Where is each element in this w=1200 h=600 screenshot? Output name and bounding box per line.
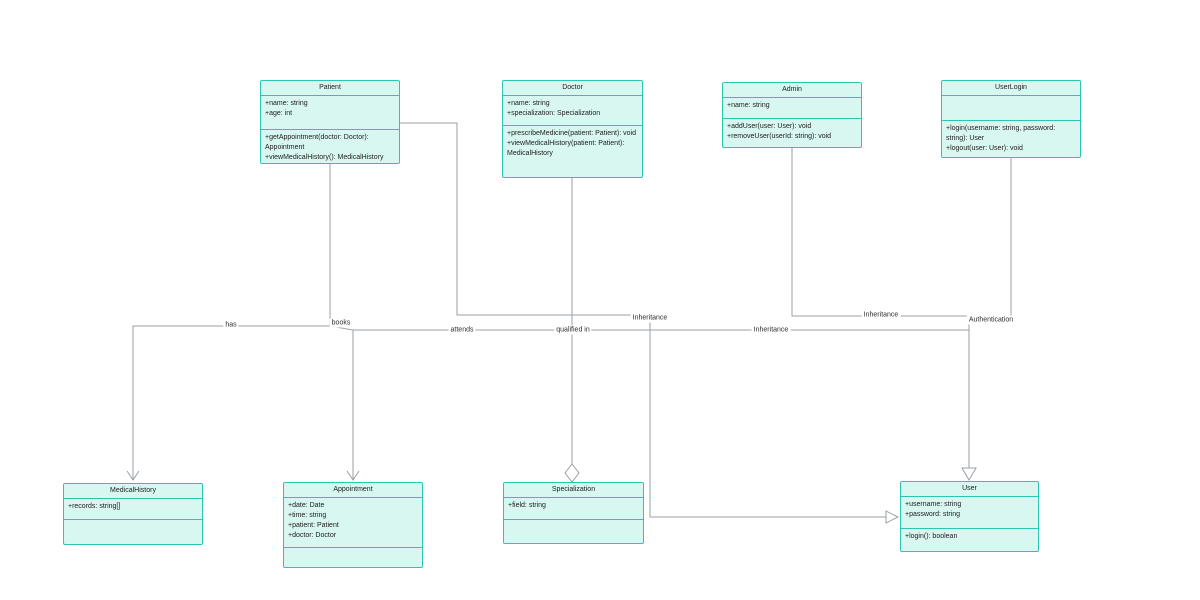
attribute-line: +age: int [265, 110, 293, 117]
edge-has-line[interactable] [132, 325, 330, 479]
class-specialization[interactable]: Specialization +field: string [503, 482, 644, 544]
method-line: +addUser(user: User): void [727, 123, 812, 130]
class-title: Doctor [562, 84, 583, 91]
attributes-compartment: +name: string +age: int [261, 95, 399, 129]
attribute-line: +username: string [905, 501, 962, 508]
edge-label-qualified-in[interactable]: qualified in [554, 325, 592, 335]
hollow-triangle-user-left [885, 510, 900, 524]
attributes-compartment: +records: string[] [64, 498, 202, 519]
methods-compartment: +addUser(user: User): void +removeUser(u… [723, 118, 861, 147]
class-title: Patient [319, 84, 341, 91]
edge-books-line[interactable] [329, 164, 354, 479]
class-user[interactable]: User +username: string +password: string… [900, 481, 1039, 552]
attributes-compartment: +field: string [504, 497, 643, 519]
class-userlogin[interactable]: UserLogin +login(username: string, passw… [941, 80, 1081, 158]
attribute-line: +password: string [905, 511, 961, 518]
attributes-compartment [942, 95, 1080, 120]
edge-doctor-inheritance-line[interactable] [572, 329, 970, 468]
method-line: +login(username: string, password: strin… [946, 125, 1056, 142]
class-admin[interactable]: Admin +name: string +addUser(user: User)… [722, 82, 862, 148]
method-line: +viewMedicalHistory(): MedicalHistory [265, 154, 384, 162]
edge-label-has[interactable]: has [223, 320, 239, 330]
methods-compartment: +login(username: string, password: strin… [942, 120, 1080, 157]
edge-label-inheritance-doctor[interactable]: Inheritance [751, 325, 791, 335]
class-patient[interactable]: Patient +name: string +age: int +getAppo… [260, 80, 400, 164]
attribute-line: +name: string [265, 100, 308, 107]
edge-label-books[interactable]: books [329, 318, 353, 328]
method-line: +getAppointment(doctor: Doctor): Appoint… [265, 134, 369, 152]
attribute-line: +patient: Patient [288, 522, 339, 529]
method-line: +logout(user: User): void [946, 145, 1023, 152]
method-line: +removeUser(userId: string): void [727, 133, 832, 140]
method-line: +login(): boolean [905, 533, 958, 540]
edge-label-authentication[interactable]: Authentication [966, 315, 1016, 325]
class-title: User [962, 485, 977, 492]
open-arrowhead-appointment [346, 470, 360, 481]
attributes-compartment: +date: Date +time: string +patient: Pati… [284, 497, 422, 547]
class-title: MedicalHistory [110, 487, 156, 494]
attribute-line: +specialization: Specialization [507, 110, 601, 117]
class-doctor[interactable]: Doctor +name: string +specialization: Sp… [502, 80, 643, 178]
methods-compartment: +prescribeMedicine(patient: Patient): vo… [503, 125, 642, 177]
attribute-line: +name: string [727, 102, 770, 109]
attributes-compartment: +name: string +specialization: Specializ… [503, 95, 642, 125]
attribute-line: +field: string [508, 502, 546, 509]
edge-authentication-line[interactable] [968, 158, 1012, 330]
open-arrowhead-medicalhistory [126, 470, 140, 481]
attribute-line: +name: string [507, 100, 550, 107]
methods-compartment [284, 547, 422, 567]
hollow-triangle-user-top [961, 467, 977, 481]
edge-admin-inheritance-line[interactable] [791, 148, 1011, 317]
methods-compartment: +login(): boolean [901, 528, 1038, 551]
class-medicalhistory[interactable]: MedicalHistory +records: string[] [63, 483, 203, 545]
class-title: Appointment [333, 486, 373, 493]
class-appointment[interactable]: Appointment +date: Date +time: string +p… [283, 482, 423, 568]
hollow-diamond-specialization [564, 463, 580, 483]
attribute-line: +time: string [288, 512, 327, 519]
edge-patient-inheritance-line[interactable] [400, 122, 886, 518]
class-title: Admin [782, 86, 802, 93]
edge-label-inheritance-admin[interactable]: Inheritance [861, 310, 901, 320]
edge-label-attends[interactable]: attends [448, 325, 476, 335]
attribute-line: +doctor: Doctor [288, 532, 337, 539]
methods-compartment: +getAppointment(doctor: Doctor): Appoint… [261, 129, 399, 163]
attributes-compartment: +username: string +password: string [901, 496, 1038, 528]
attributes-compartment: +name: string [723, 97, 861, 118]
attribute-line: +date: Date [288, 502, 325, 509]
method-line: +prescribeMedicine(patient: Patient): vo… [507, 130, 636, 137]
methods-compartment [504, 519, 643, 543]
edge-label-inheritance-patient[interactable]: Inheritance [630, 313, 670, 323]
methods-compartment [64, 519, 202, 544]
attribute-line: +records: string[] [68, 503, 121, 510]
class-title: UserLogin [995, 84, 1027, 91]
method-line: +viewMedicalHistory(patient: Patient): M… [507, 140, 625, 157]
class-title: Specialization [551, 486, 596, 493]
